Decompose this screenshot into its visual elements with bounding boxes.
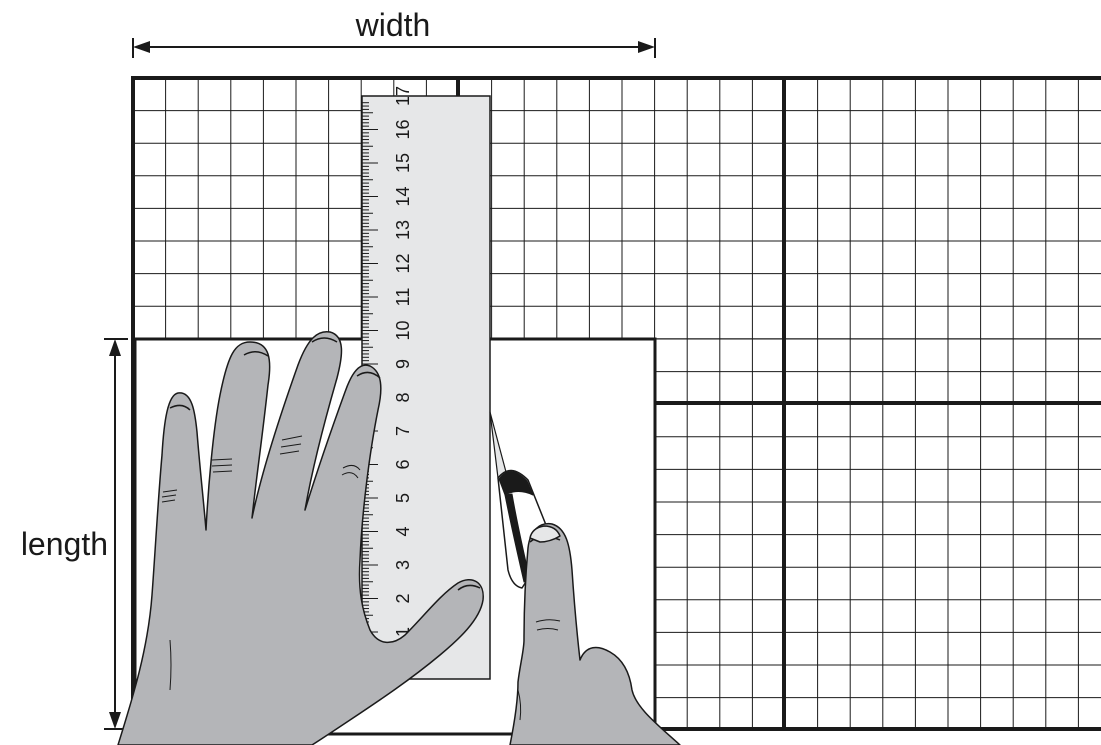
ruler-number: 13	[393, 220, 413, 240]
ruler-number: 12	[393, 253, 413, 273]
ruler-number: 10	[393, 320, 413, 340]
ruler-number: 9	[393, 359, 413, 369]
ruler-number: 7	[393, 426, 413, 436]
ruler-number: 4	[393, 526, 413, 536]
ruler-number: 15	[393, 153, 413, 173]
cutting-mat-grid-top	[133, 78, 1101, 339]
ruler-number: 6	[393, 459, 413, 469]
ruler-number: 14	[393, 186, 413, 206]
cutting-mat-grid-right	[655, 339, 1101, 729]
ruler-number: 16	[393, 119, 413, 139]
ruler-number: 11	[393, 288, 413, 307]
ruler-number: 5	[393, 493, 413, 503]
width-label: width	[355, 7, 431, 43]
ruler-number: 8	[393, 392, 413, 402]
length-label: length	[21, 526, 108, 562]
ruler-number: 3	[393, 560, 413, 570]
ruler-number: 17	[393, 86, 413, 106]
ruler-number: 2	[393, 593, 413, 603]
